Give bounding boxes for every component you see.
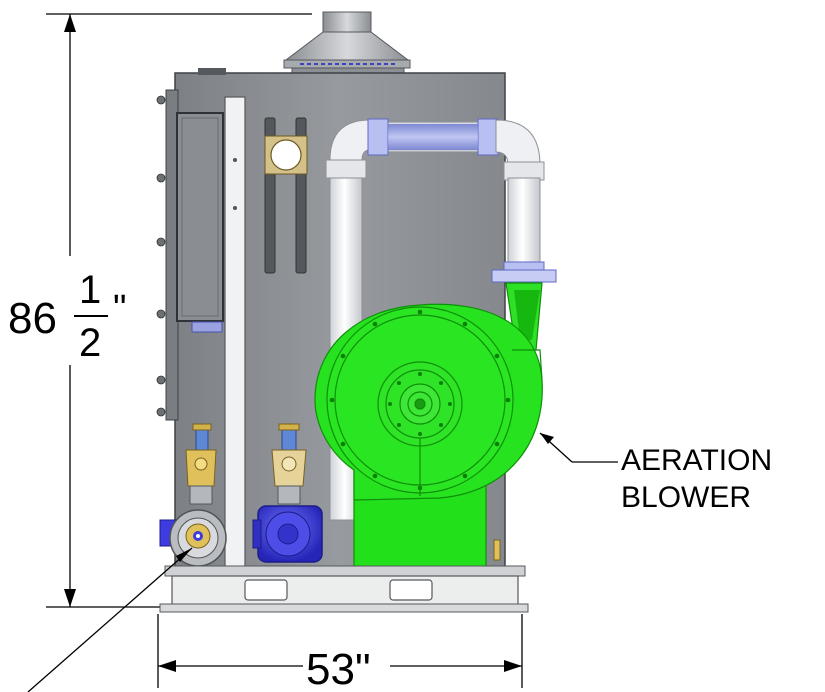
- height-arrow-top: [64, 14, 76, 32]
- pump-leader: [27, 547, 193, 692]
- control-panel: [176, 112, 224, 322]
- blower-leader: [539, 432, 618, 463]
- pipe-flange: [491, 269, 557, 283]
- height-fraction-denominator: 2: [79, 321, 101, 365]
- cabinet-top-cap: [198, 68, 226, 75]
- width-arrow-left: [158, 660, 176, 672]
- width-arrow-right: [504, 660, 522, 672]
- height-arrow-bottom: [64, 589, 76, 607]
- left-valve-assembly: [185, 423, 217, 505]
- drain-fitting: [493, 539, 501, 561]
- skid-base: [159, 565, 529, 613]
- center-valve-assembly: [271, 423, 307, 505]
- height-unit: ": [113, 288, 127, 330]
- aeration-blower: [314, 282, 543, 569]
- width-dimension: [157, 614, 523, 688]
- height-dimension: [46, 13, 312, 608]
- forklift-pocket-right: [389, 579, 433, 601]
- forklift-pocket-left: [244, 579, 288, 601]
- blower-callout-line2: BLOWER: [621, 481, 751, 514]
- width-value: 53": [306, 645, 371, 692]
- exhaust-vent: [283, 11, 411, 75]
- panel-vent: [191, 321, 223, 333]
- center-pump: [252, 505, 323, 563]
- height-value: 86: [8, 294, 57, 343]
- blower-callout-line1: AERATION: [621, 444, 772, 477]
- sight-glass: [264, 135, 308, 175]
- support-post: [224, 96, 246, 570]
- left-pump: [159, 509, 227, 567]
- pipe-right-vertical: [507, 177, 541, 267]
- height-fraction-numerator: 1: [79, 268, 101, 312]
